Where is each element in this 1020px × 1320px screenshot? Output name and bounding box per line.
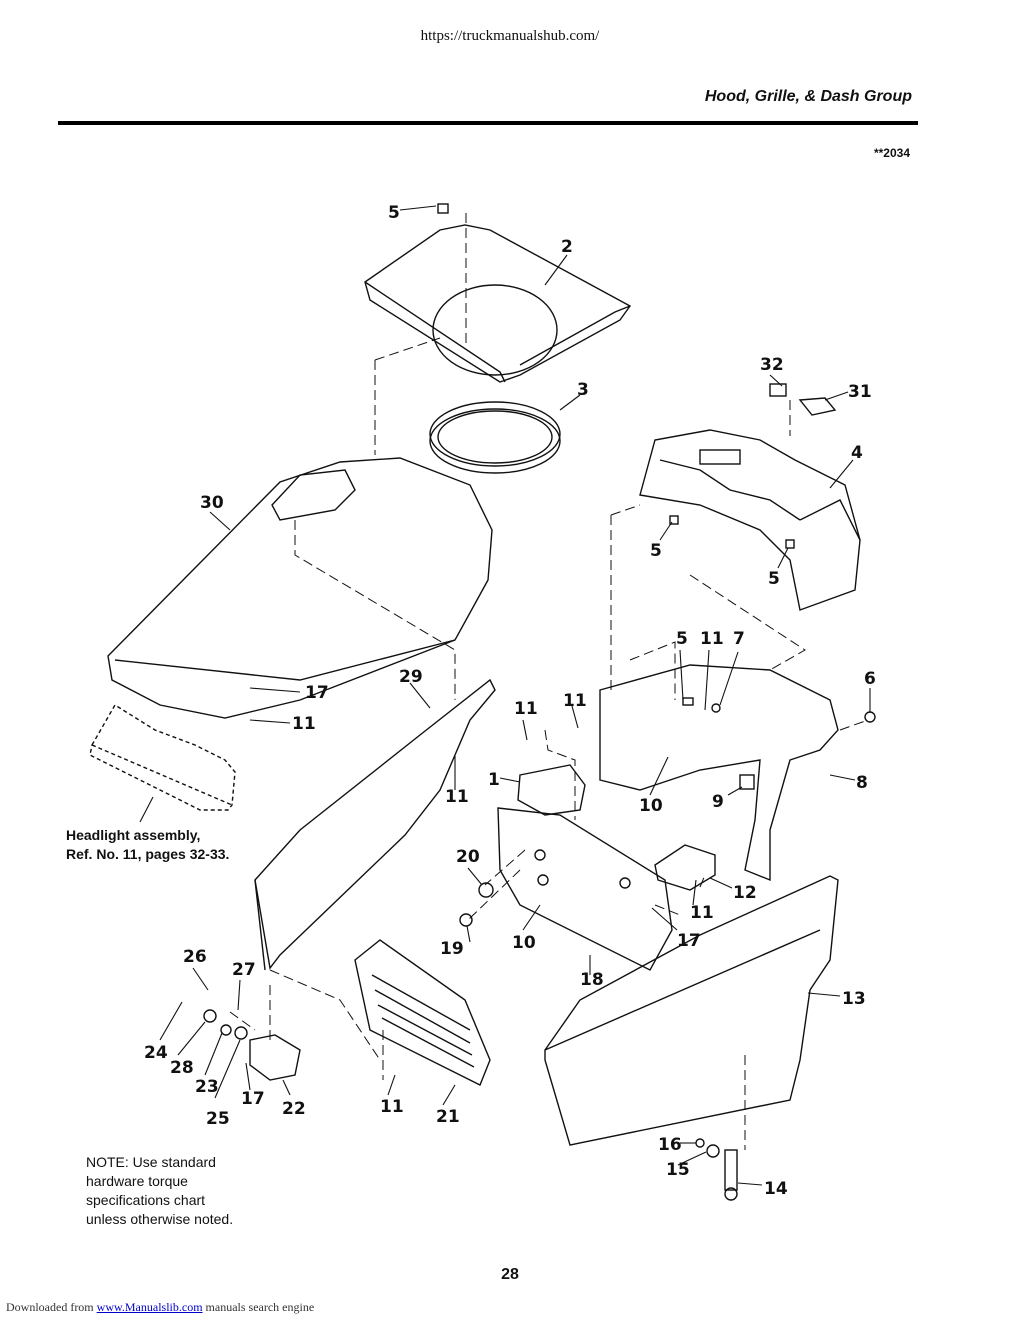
figure-code: **2034 <box>873 146 910 160</box>
callout-23: 23 <box>195 1077 219 1097</box>
callout-22: 22 <box>282 1099 306 1119</box>
part-3-ring-seal <box>429 401 561 474</box>
part-8-dash-support <box>599 664 839 882</box>
callout-17: 17 <box>241 1089 265 1109</box>
part-2-upper-shroud <box>364 224 632 383</box>
assembly-guide-lines <box>229 213 869 1150</box>
torque-note-line: NOTE: Use standard <box>86 1154 216 1170</box>
source-url: https://truckmanualshub.com/ <box>420 28 600 44</box>
callout-12: 12 <box>733 883 757 903</box>
torque-note-line: hardware torque <box>86 1173 188 1189</box>
part-4-dash-panel <box>639 429 861 611</box>
header-rule <box>58 121 918 125</box>
callout-31: 31 <box>848 382 872 402</box>
callout-32: 32 <box>760 355 784 375</box>
torque-note: NOTE: Use standard hardware torque speci… <box>86 1153 233 1229</box>
headlight-note-line: Headlight assembly, <box>66 827 201 843</box>
callout-16: 16 <box>658 1135 682 1155</box>
callout-5: 5 <box>676 629 688 649</box>
callout-27: 27 <box>232 960 256 980</box>
part-13-grille-housing <box>544 875 839 1146</box>
callout-29: 29 <box>399 667 423 687</box>
part-22-latch-bracket <box>249 1034 301 1081</box>
callout-11: 11 <box>690 903 714 923</box>
callout-11: 11 <box>563 691 587 711</box>
callout-5: 5 <box>768 569 780 589</box>
callout-labels: 5 2 3 32 31 4 30 5 5 5 11 7 6 17 11 29 1… <box>144 203 876 1199</box>
footer-suffix: manuals search engine <box>205 1300 315 1314</box>
footer-prefix: Downloaded from <box>6 1300 94 1314</box>
callout-11: 11 <box>445 787 469 807</box>
callout-25: 25 <box>206 1109 230 1129</box>
callout-5: 5 <box>388 203 400 223</box>
hardware-items <box>203 203 876 1158</box>
part-18-mounting-plate <box>497 807 673 971</box>
callout-30: 30 <box>200 493 224 513</box>
callout-20: 20 <box>456 847 480 867</box>
part-14-support-rod <box>724 1149 738 1201</box>
part-29-side-panel <box>254 678 496 971</box>
callout-5: 5 <box>650 541 662 561</box>
headlight-note: Headlight assembly, Ref. No. 11, pages 3… <box>66 826 229 864</box>
callout-9: 9 <box>712 792 724 812</box>
part-1-bracket <box>517 764 586 816</box>
callout-10: 10 <box>512 933 536 953</box>
leader-lines <box>139 205 871 1186</box>
callout-10: 10 <box>639 796 663 816</box>
callout-11: 11 <box>700 629 724 649</box>
callout-8: 8 <box>856 773 868 793</box>
part-21-grille <box>354 939 491 1086</box>
callout-3: 3 <box>577 380 589 400</box>
callout-17: 17 <box>305 683 329 703</box>
callout-11: 11 <box>514 699 538 719</box>
callout-17: 17 <box>677 931 701 951</box>
headlight-assembly <box>89 704 236 811</box>
callout-15: 15 <box>666 1160 690 1180</box>
torque-note-line: specifications chart <box>86 1192 206 1208</box>
callout-7: 7 <box>733 629 745 649</box>
callout-11: 11 <box>380 1097 404 1117</box>
torque-note-line: unless otherwise noted. <box>86 1211 234 1227</box>
callout-24: 24 <box>144 1043 168 1063</box>
callout-11: 11 <box>292 714 316 734</box>
callout-4: 4 <box>851 443 863 463</box>
callout-28: 28 <box>170 1058 194 1078</box>
callout-14: 14 <box>764 1179 788 1199</box>
callout-21: 21 <box>436 1107 460 1127</box>
download-footer: Downloaded from www.Manualslib.com manua… <box>6 1300 314 1315</box>
callout-6: 6 <box>864 669 876 689</box>
callout-19: 19 <box>440 939 464 959</box>
callout-2: 2 <box>561 237 573 257</box>
part-30-hood <box>107 457 493 719</box>
callout-26: 26 <box>183 947 207 967</box>
callout-18: 18 <box>580 970 604 990</box>
headlight-note-line: Ref. No. 11, pages 32-33. <box>66 846 230 862</box>
part-12-small-bracket <box>654 844 716 891</box>
page-number: 28 <box>501 1266 519 1283</box>
section-title: Hood, Grille, & Dash Group <box>704 88 912 105</box>
callout-13: 13 <box>842 989 866 1009</box>
manualslib-link[interactable]: www.Manualslib.com <box>96 1300 203 1314</box>
callout-1: 1 <box>488 770 500 790</box>
